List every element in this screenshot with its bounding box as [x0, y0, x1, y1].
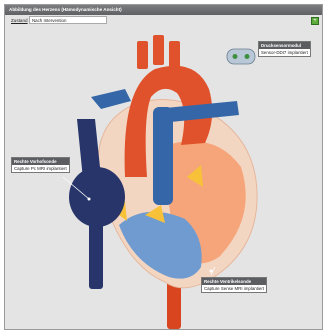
- brachiocephalic-artery: [137, 41, 148, 69]
- sensor-led-left: [233, 54, 238, 59]
- window-title: Abbildung des Herzens (Hämodynamische An…: [5, 5, 322, 15]
- sensor-led-right: [245, 54, 250, 59]
- state-label: Zustand: [11, 18, 28, 23]
- sensor-annotation-text: Sensor-DDI7 implantiert: [259, 49, 310, 56]
- ventricular-lead-annotation[interactable]: Rechte Ventrikelsonde Capture Sense MRI …: [201, 277, 267, 293]
- ventricular-lead-annotation-text: Capture Sense MRI implantiert: [202, 285, 266, 292]
- pulmonary-artery-left: [91, 89, 131, 109]
- left-subclavian-artery: [169, 41, 180, 69]
- viewer-window: Abbildung des Herzens (Hämodynamische An…: [4, 4, 323, 330]
- ventricular-lead-annotation-title: Rechte Ventrikelsonde: [202, 278, 266, 285]
- state-select[interactable]: Nach Intervention: [29, 16, 107, 24]
- sensor-annotation-title: Drucksensormodul: [259, 42, 310, 49]
- atrial-lead-annotation[interactable]: Rechte Vorhofsonde Capture Pc MRI implan…: [11, 157, 70, 173]
- right-atrium: [69, 167, 125, 227]
- state-bar: Zustand Nach Intervention: [5, 15, 322, 27]
- atrial-lead-annotation-title: Rechte Vorhofsonde: [12, 158, 69, 165]
- inferior-vena-cava: [89, 221, 103, 289]
- sensor-module[interactable]: [227, 49, 255, 64]
- pulmonary-trunk: [153, 107, 173, 205]
- ventricular-lead-tip: [210, 270, 213, 273]
- atrial-lead-tip: [88, 198, 91, 201]
- sensor-annotation[interactable]: Drucksensormodul Sensor-DDI7 implantiert: [258, 41, 311, 57]
- heart-illustration: [5, 27, 324, 329]
- heart-stage: Drucksensormodul Sensor-DDI7 implantiert…: [5, 27, 322, 329]
- left-carotid-artery: [153, 35, 164, 65]
- atrial-lead-annotation-text: Capture Pc MRI implantiert: [12, 165, 69, 172]
- plus-icon[interactable]: +: [311, 17, 319, 25]
